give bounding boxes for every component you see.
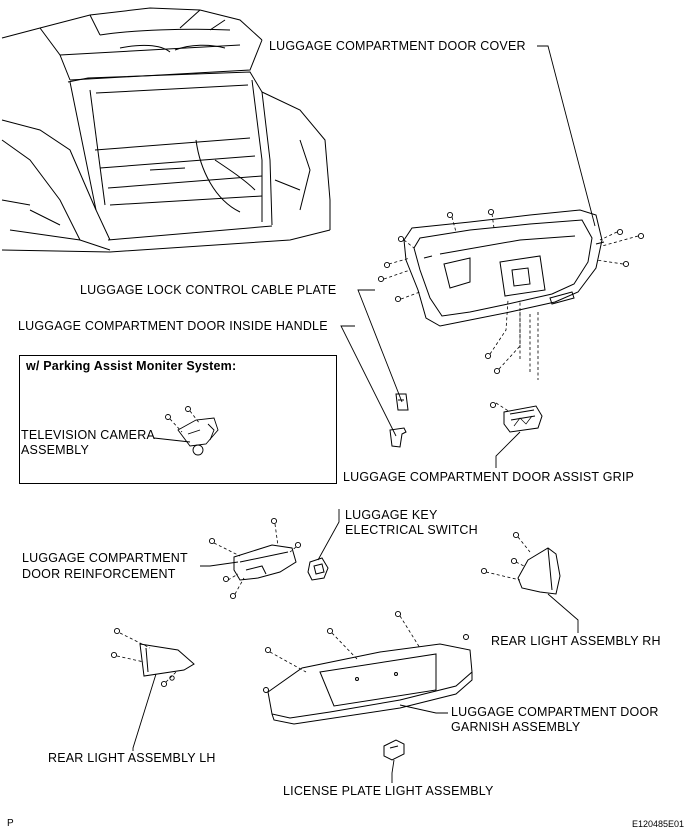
assist-grip-part xyxy=(504,406,542,432)
reinforcement-part xyxy=(234,545,296,580)
leader-rear-light-rh xyxy=(548,594,578,633)
inset-title: w/ Parking Assist Moniter System: xyxy=(26,359,237,373)
leader-lines xyxy=(133,46,595,783)
garnish-part xyxy=(264,635,473,725)
leader-cable-plate xyxy=(358,290,402,402)
label-garnish-line1: LUGGAGE COMPARTMENT DOOR xyxy=(451,705,659,720)
parking-assist-inset: w/ Parking Assist Moniter System: TELEVI… xyxy=(19,355,337,484)
label-key-switch-line2: ELECTRICAL SWITCH xyxy=(345,523,478,538)
label-camera-line2: ASSEMBLY xyxy=(21,443,90,457)
label-license-light: LICENSE PLATE LIGHT ASSEMBLY xyxy=(283,784,494,799)
rear-light-lh-dashed-guides xyxy=(117,633,176,682)
inside-handle-part xyxy=(390,428,406,447)
label-rear-light-lh: REAR LIGHT ASSEMBLY LH xyxy=(48,751,216,766)
key-switch-part xyxy=(308,558,328,580)
garnish-screws xyxy=(265,611,400,652)
leader-inside-handle xyxy=(341,326,396,436)
door-cover-part xyxy=(404,210,604,326)
label-inside-handle: LUGGAGE COMPARTMENT DOOR INSIDE HANDLE xyxy=(18,319,328,334)
door-cover-screws xyxy=(378,209,643,407)
rear-light-rh-screws xyxy=(481,532,518,573)
leader-camera xyxy=(154,438,190,442)
label-camera-line1: TELEVISION CAMERA xyxy=(21,428,155,442)
corner-letter: P xyxy=(7,818,14,829)
figure-code: E120485E01 xyxy=(632,819,685,829)
leader-garnish xyxy=(400,705,448,713)
reinforcement-screws xyxy=(209,518,300,598)
label-rear-light-rh: REAR LIGHT ASSEMBLY RH xyxy=(491,634,661,649)
camera-dashed-guides xyxy=(170,411,200,432)
license-light-part xyxy=(384,740,404,760)
leader-license-light xyxy=(392,760,394,783)
car-rear-illustration xyxy=(2,8,330,252)
leader-reinforcement xyxy=(200,562,238,566)
rear-light-rh-dashed-guides xyxy=(486,537,530,580)
label-garnish-line2: GARNISH ASSEMBLY xyxy=(451,720,581,735)
label-cable-plate: LUGGAGE LOCK CONTROL CABLE PLATE xyxy=(80,283,337,298)
camera-part xyxy=(166,407,219,456)
leader-door-cover xyxy=(537,46,595,226)
leader-key-switch xyxy=(318,509,339,560)
rear-light-lh-screws xyxy=(111,628,174,686)
rear-light-lh-part xyxy=(140,644,194,676)
label-reinforcement-line2: DOOR REINFORCEMENT xyxy=(22,567,176,582)
leader-rear-light-lh xyxy=(133,674,156,760)
label-door-cover: LUGGAGE COMPARTMENT DOOR COVER xyxy=(269,39,526,54)
rear-light-rh-part xyxy=(518,548,560,594)
door-cover-dashed-guides xyxy=(384,214,638,412)
leader-assist-grip xyxy=(496,432,520,468)
garnish-dashed-guides xyxy=(270,616,420,672)
label-assist-grip: LUGGAGE COMPARTMENT DOOR ASSIST GRIP xyxy=(343,470,635,485)
label-reinforcement-line1: LUGGAGE COMPARTMENT xyxy=(22,551,188,566)
label-key-switch-line1: LUGGAGE KEY xyxy=(345,508,438,523)
reinforcement-dashed-guides xyxy=(214,524,296,594)
